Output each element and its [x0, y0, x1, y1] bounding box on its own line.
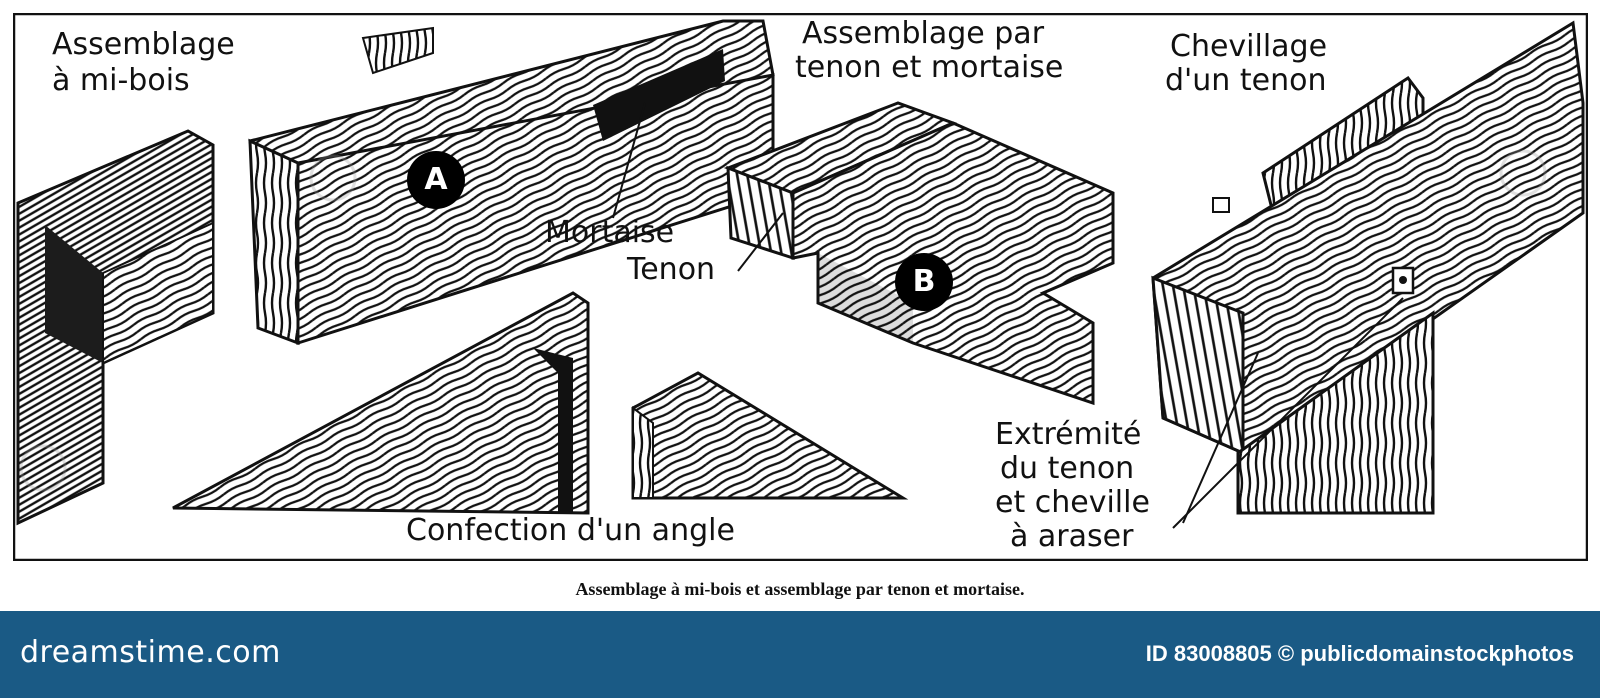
image-credit: ID 83008805 © publicdomainstockphotos — [1145, 641, 1574, 666]
label-chevillage-line1: Chevillage — [1170, 29, 1328, 64]
label-extremite-line1: Extrémité — [995, 417, 1142, 452]
figure-caption: Assemblage à mi-bois et assemblage par t… — [575, 579, 1025, 599]
label-angle: Confection d'un angle — [406, 513, 735, 548]
illustration-frame — [13, 13, 1588, 561]
label-tenon-mortaise-line1: Assemblage par — [802, 16, 1045, 51]
label-mortaise: Mortaise — [545, 215, 675, 250]
brand-logo-text[interactable]: dreamstime.com — [20, 635, 281, 670]
badge-b: B — [895, 253, 953, 311]
label-mi-bois-line2: à mi-bois — [52, 63, 190, 98]
label-tenon: Tenon — [627, 252, 716, 287]
watermark-icon — [309, 154, 357, 202]
label-extremite-line2: du tenon — [1000, 451, 1135, 486]
mortise-piece-a-drawing — [248, 19, 775, 346]
watermark-icon — [1499, 149, 1547, 197]
watermark-icon — [19, 444, 67, 492]
label-extremite-line4: à araser — [1010, 519, 1134, 554]
badge-a: A — [407, 151, 465, 209]
tenon-piece-b-drawing — [723, 101, 1115, 406]
mortaise-leader-line — [612, 102, 646, 219]
label-tenon-mortaise-line2: tenon et mortaise — [795, 50, 1064, 85]
label-chevillage-line2: d'un tenon — [1165, 63, 1327, 98]
label-extremite-line3: et cheville — [995, 485, 1150, 520]
label-mi-bois-line1: Assemblage — [52, 27, 235, 62]
pegged-tenon-drawing — [1151, 20, 1585, 529]
mi-bois-joint-drawing — [16, 129, 215, 526]
angle-joint-drawing — [172, 291, 909, 515]
footer-bar: dreamstime.com ID 83008805 © publicdomai… — [0, 611, 1600, 698]
tenon-leader-line — [737, 212, 784, 272]
